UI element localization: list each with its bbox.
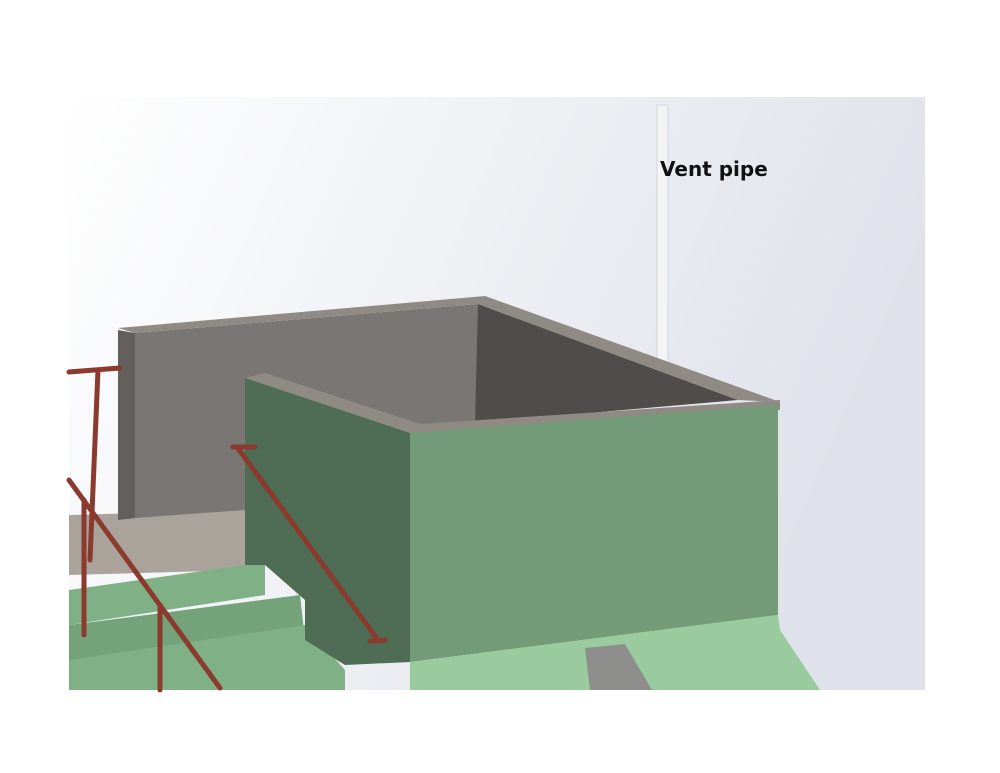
green-wall-front <box>410 405 778 662</box>
railing-post <box>87 367 101 563</box>
support-column <box>585 644 652 690</box>
stair-step <box>69 565 265 625</box>
railings <box>66 365 388 693</box>
front-wall-rim <box>245 373 780 437</box>
wall-handrail <box>234 444 381 643</box>
vent-pipe-label: Vent pipe <box>660 157 768 181</box>
inner-wall <box>475 304 738 423</box>
stair-step <box>69 625 345 690</box>
stair-handrail <box>66 477 223 691</box>
upper-landing <box>69 510 245 575</box>
wall-handrail-bracket <box>367 637 388 644</box>
green-wall-side <box>245 378 410 665</box>
back-wall-side <box>118 330 135 520</box>
vent-pipe <box>656 104 669 366</box>
railing-top-rail <box>66 365 123 375</box>
